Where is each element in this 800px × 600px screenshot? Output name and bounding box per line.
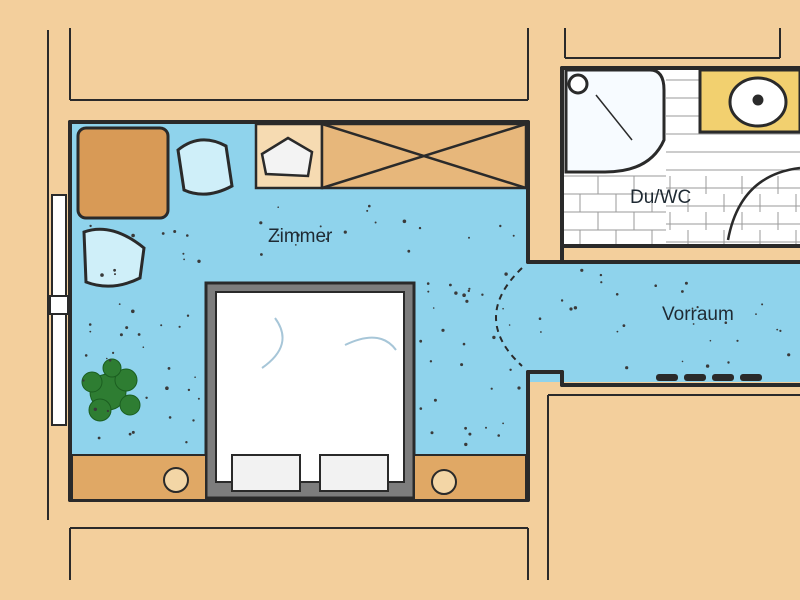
- plant-icon: [81, 358, 141, 422]
- context-lines: [47, 28, 800, 580]
- duwc-label: Du/WC: [630, 187, 691, 208]
- nightstand-icon: [413, 454, 527, 501]
- window: [49, 194, 69, 426]
- table-icon: [76, 126, 170, 220]
- wardrobe-icon: [254, 122, 528, 190]
- shoe-rack: [656, 374, 762, 381]
- door-icon: [726, 166, 800, 241]
- vorraum-floor: [520, 262, 800, 382]
- zimmer-label: Zimmer: [268, 226, 333, 247]
- vorraum-label: Vorraum: [662, 304, 734, 325]
- walls: [68, 66, 800, 502]
- shower-icon: [564, 68, 666, 174]
- door-icon: [495, 267, 523, 367]
- chair-icon: [82, 227, 146, 288]
- floor-speckles: [82, 204, 791, 447]
- nightstand-icon: [71, 454, 207, 501]
- sink-icon: [698, 68, 800, 134]
- bed-icon: [204, 281, 416, 500]
- chair-icon: [176, 138, 234, 196]
